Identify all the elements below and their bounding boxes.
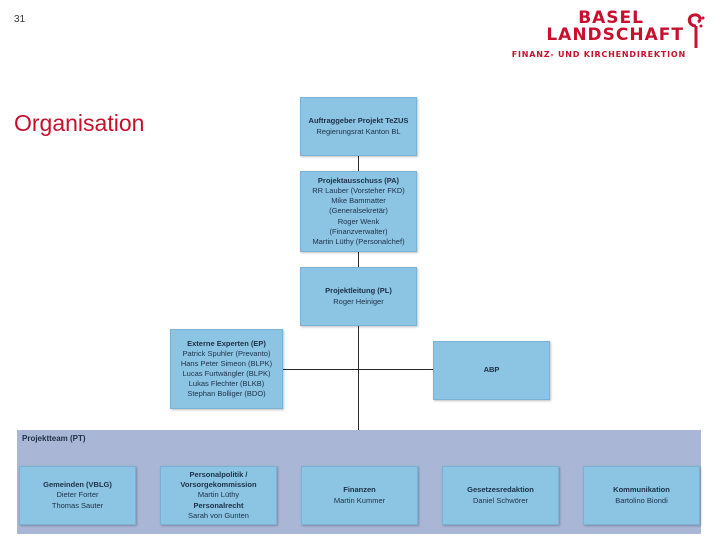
node-kommunikation: Kommunikation Bartolino Biondi <box>583 466 700 525</box>
node-gemeinden-line: Dieter Forter <box>56 490 99 500</box>
node-ausschuss-line: Martin Lüthy (Personalchef) <box>312 236 405 246</box>
node-experten-heading: Externe Experten (EP) <box>187 338 266 348</box>
node-personalpolitik: Personalpolitik / Vorsorgekommission Mar… <box>160 466 277 525</box>
node-ausschuss-line: RR Lauber (Vorsteher FKD) <box>312 186 405 196</box>
basel-landschaft-logo: BASEL LANDSCHAFT FINANZ- UND KIRCHENDIRE… <box>512 8 705 59</box>
node-personalpolitik-line: Martin Lüthy <box>197 490 240 500</box>
node-abp: ABP <box>433 341 550 400</box>
node-experten-line: Stephan Bolliger (BDO) <box>187 389 266 399</box>
page-title: Organisation <box>14 110 145 136</box>
node-gesetzesredaktion: Gesetzesredaktion Daniel Schwörer <box>442 466 559 525</box>
node-auftraggeber-heading: Auftraggeber Projekt TeZUS <box>308 116 409 126</box>
node-auftraggeber: Auftraggeber Projekt TeZUS Regierungsrat… <box>300 97 417 156</box>
projektteam-label: Projektteam (PT) <box>22 434 86 443</box>
node-leitung-heading: Projektleitung (PL) <box>325 286 392 296</box>
node-personalpolitik-heading: Personalpolitik / Vorsorgekommission <box>180 470 257 490</box>
node-gemeinden-line: Thomas Sauter <box>51 500 104 510</box>
node-gemeinden-heading: Gemeinden (VBLG) <box>43 480 112 490</box>
connector-abp <box>358 369 433 370</box>
node-finanzen-heading: Finanzen <box>343 485 376 495</box>
node-ausschuss-line: Mike Bammatter <box>331 196 386 206</box>
node-ausschuss-line: (Finanzverwalter) <box>329 226 388 236</box>
node-gesetzesredaktion-heading: Gesetzesredaktion <box>467 485 534 495</box>
node-kommunikation-heading: Kommunikation <box>613 485 670 495</box>
node-projektausschuss: Projektausschuss (PA) RR Lauber (Vorsteh… <box>300 171 417 252</box>
node-finanzen: Finanzen Martin Kummer <box>301 466 418 525</box>
node-experten-line: Patrick Spuhler (Prevanto) <box>182 348 271 358</box>
node-personalpolitik-line: Sarah von Gunten <box>188 510 249 520</box>
node-abp-heading: ABP <box>483 365 500 375</box>
node-personalpolitik-subheading: Personalrecht <box>193 500 244 510</box>
node-experten-line: Lukas Flechter (BLKB) <box>188 379 265 389</box>
node-gemeinden: Gemeinden (VBLG) Dieter Forter Thomas Sa… <box>19 466 136 525</box>
slide-number: 31 <box>14 14 26 25</box>
logo-line-1: BASEL <box>578 8 644 28</box>
logo-line-2: LANDSCHAFT <box>546 25 684 45</box>
logo-line-3: FINANZ- UND KIRCHENDIREKTION <box>511 50 686 59</box>
connector-experts <box>283 369 358 370</box>
node-auftraggeber-line: Regierungsrat Kanton BL <box>316 126 401 136</box>
node-ausschuss-line: Roger Wenk <box>337 216 380 226</box>
node-ausschuss-line: (Generalsekretär) <box>329 206 388 216</box>
node-gesetzesredaktion-line: Daniel Schwörer <box>472 495 529 505</box>
node-kommunikation-line: Bartolino Biondi <box>615 495 668 505</box>
node-leitung-line: Roger Heiniger <box>333 296 384 306</box>
node-experten-line: Lucas Furtwängler (BLPK) <box>182 369 271 378</box>
bishop-staff-icon <box>687 13 705 48</box>
node-experten-line: Hans Peter Simeon (BLPK) <box>180 358 273 368</box>
node-projektleitung: Projektleitung (PL) Roger Heiniger <box>300 267 417 326</box>
node-finanzen-line: Martin Kummer <box>333 495 386 505</box>
node-ausschuss-heading: Projektausschuss (PA) <box>317 176 400 186</box>
node-externe-experten: Externe Experten (EP) Patrick Spuhler (P… <box>170 329 283 409</box>
